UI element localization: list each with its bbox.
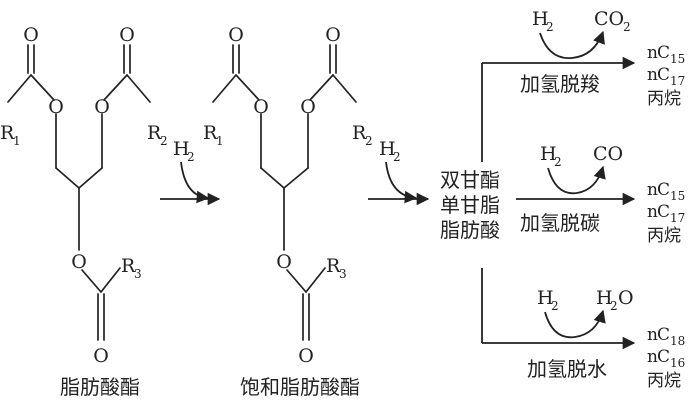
r2-group: R 2 — [147, 122, 168, 148]
h2-reagent-2-letter: H — [379, 138, 396, 160]
intermediate-diglyceride: 双甘酯 — [440, 168, 500, 192]
h2-decarboxylation-subscript: 2 — [546, 20, 554, 34]
triglyceride-label: 脂肪酸酯 — [60, 375, 140, 399]
atom-o-ether-5: O — [300, 96, 316, 118]
atom-o-carbonyl-5: O — [325, 24, 341, 46]
nc15-b-c: C — [657, 180, 670, 200]
nc17-a-subscript: 17 — [670, 74, 685, 88]
h2o-subscript: 2 — [610, 299, 618, 313]
nc18-subscript: 18 — [670, 334, 685, 348]
r1-subscript-2: 1 — [216, 134, 224, 148]
nc17-a-prefix: n — [647, 65, 658, 85]
branch-decarbonylation: H 2 CO 加氢脱碳 n C 15 n C 17 丙烷 — [516, 143, 685, 246]
product-nc17-b: n C 17 — [647, 202, 685, 225]
product-nc16: n C 16 — [647, 347, 685, 370]
saturated-ester-label: 饱和脂肪酸酯 — [240, 375, 360, 399]
r1-letter-2: R — [203, 122, 218, 144]
h2-decarbonylation-subscript: 2 — [554, 155, 562, 169]
dehydration-label: 加氢脱水 — [527, 357, 607, 381]
nc17-b-prefix: n — [647, 202, 658, 222]
r1-letter: R — [0, 122, 15, 144]
decarbonylation-label: 加氢脱碳 — [520, 211, 600, 235]
r1-group: R 1 — [0, 122, 21, 148]
h2-dehydration-subscript: 2 — [551, 299, 559, 313]
intermediate-fatty-acid: 脂肪酸 — [440, 218, 500, 242]
saturated-ester-structure: O O O O O O R 1 R 2 R 3 饱和脂肪酸酯 — [203, 24, 373, 399]
decarboxylation-label: 加氢脱羧 — [520, 72, 600, 96]
branch-decarboxylation: H 2 CO 2 加氢脱羧 n C 15 n C 17 丙烷 — [482, 8, 685, 109]
co-formula: CO — [593, 143, 623, 165]
product-nc15-a: n C 15 — [647, 43, 685, 66]
product-nc17-a: n C 17 — [647, 65, 685, 88]
propane-c: 丙烷 — [647, 371, 681, 391]
atom-o-ether-3: O — [71, 251, 87, 273]
h2-reagent-1-letter: H — [173, 138, 190, 160]
r2-subscript: 2 — [160, 134, 168, 148]
h2o-h: H — [596, 287, 613, 309]
atom-o-carbonyl-3: O — [93, 345, 109, 367]
product-nc18: n C 18 — [647, 325, 685, 348]
atom-o-ether-4: O — [253, 96, 269, 118]
h2o-o: O — [618, 287, 634, 309]
r2-group-2: R 2 — [352, 122, 373, 148]
nc15-a-prefix: n — [647, 43, 658, 63]
co2-formula: CO — [594, 8, 624, 30]
propane-a: 丙烷 — [647, 89, 681, 109]
r1-subscript: 1 — [13, 134, 21, 148]
nc16-prefix: n — [647, 347, 658, 367]
atom-o-ether-2: O — [94, 96, 110, 118]
hydrogenation-arrow-1: H 2 — [160, 138, 221, 206]
h2-decarboxylation-letter: H — [532, 8, 549, 30]
nc16-subscript: 16 — [670, 356, 685, 370]
nc15-b-subscript: 15 — [670, 189, 685, 203]
atom-o-carbonyl-2: O — [119, 24, 135, 46]
r3-subscript: 3 — [134, 267, 142, 281]
nc15-a-subscript: 15 — [670, 52, 685, 66]
nc16-c: C — [657, 347, 670, 367]
nc18-c: C — [657, 325, 670, 345]
nc17-b-c: C — [657, 202, 670, 222]
r2-subscript-2: 2 — [365, 134, 373, 148]
h2-decarbonylation-letter: H — [540, 143, 557, 165]
atom-o-ether-1: O — [48, 96, 64, 118]
h2-dehydration-letter: H — [537, 287, 554, 309]
r2-letter: R — [147, 122, 162, 144]
product-nc15-b: n C 15 — [647, 180, 685, 203]
r3-letter-2: R — [326, 255, 341, 277]
atom-o-carbonyl-1: O — [23, 24, 39, 46]
atom-o-carbonyl-4: O — [228, 24, 244, 46]
atom-o-ether-6: O — [276, 251, 292, 273]
water-formula: H 2 O — [596, 287, 634, 313]
nc18-prefix: n — [647, 325, 658, 345]
co2-subscript: 2 — [623, 20, 631, 34]
r3-group-2: R 3 — [326, 255, 347, 281]
intermediates-list: 双甘酯 单甘脂 脂肪酸 — [440, 168, 500, 242]
nc17-a-c: C — [657, 65, 670, 85]
r3-subscript-2: 3 — [339, 267, 347, 281]
r1-group-2: R 1 — [203, 122, 224, 148]
nc15-b-prefix: n — [647, 180, 658, 200]
r3-group: R 3 — [121, 255, 142, 281]
branch-dehydration: H 2 H 2 O 加氢脱水 n C 18 n C 16 丙烷 — [482, 287, 685, 391]
h2-reagent-2-subscript: 2 — [393, 150, 401, 164]
nc15-a-c: C — [657, 43, 670, 63]
propane-b: 丙烷 — [647, 226, 681, 246]
r2-letter-2: R — [352, 122, 367, 144]
intermediate-monoglyceride: 单甘脂 — [440, 193, 500, 217]
triglyceride-structure: O O O O O O R 1 R 2 R 3 脂肪酸酯 — [0, 24, 168, 399]
r3-letter: R — [121, 255, 136, 277]
nc17-b-subscript: 17 — [670, 211, 685, 225]
atom-o-carbonyl-6: O — [298, 345, 314, 367]
hydrogenation-arrow-2: H 2 — [368, 138, 430, 206]
h2-reagent-1-subscript: 2 — [187, 150, 195, 164]
